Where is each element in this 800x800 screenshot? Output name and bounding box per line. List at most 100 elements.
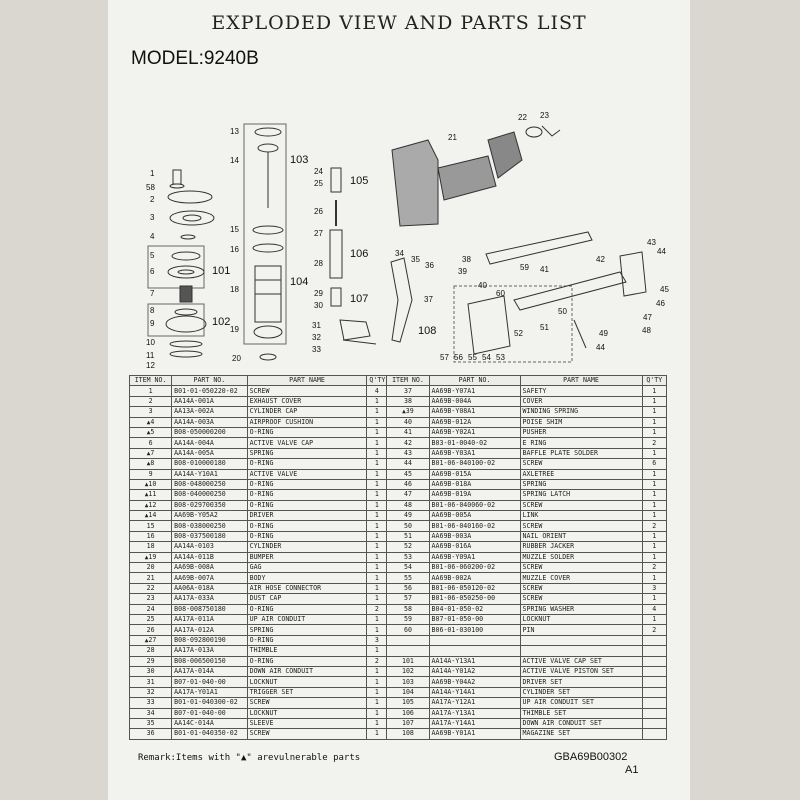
column-header: ITEM NO. (128, 374, 173, 387)
callout: 54 (482, 353, 491, 362)
part-name-cell: WINDING SPRING (519, 406, 643, 418)
item-number: 20 (146, 563, 155, 572)
item-number-cell: 42 (386, 437, 430, 449)
item-number-cell: 60 (386, 624, 430, 636)
item-number-cell: 59 (386, 613, 430, 626)
callout: 26 (314, 207, 323, 216)
quantity-cell: 1 (641, 593, 668, 605)
item-number-cell: ▲10 (128, 478, 173, 491)
callout: 2 (150, 195, 155, 204)
item-number: 2 (148, 396, 153, 405)
part-number-cell: AA69B-004A (428, 395, 521, 408)
part-number-cell: AA06A-018A (171, 582, 248, 595)
group-callout: 107 (350, 293, 368, 305)
part-name-cell: CYLINDER CAP (246, 406, 368, 418)
column-header: PART NAME (519, 374, 643, 387)
part-name-cell: SCREW (246, 728, 368, 740)
part-name-cell: BUMPER (246, 551, 368, 564)
callout: 58 (146, 183, 155, 192)
item-number: 9 (148, 469, 153, 478)
quantity-cell: 2 (641, 520, 668, 532)
revision-code: A1 (625, 764, 639, 776)
part-name-cell: SCREW (519, 582, 643, 595)
callout: 40 (478, 281, 487, 290)
part-name-cell: SCREW (246, 697, 368, 709)
item-number-cell: ▲5 (128, 426, 173, 439)
part-name-cell: RUBBER JACKER (519, 541, 643, 553)
part-number-cell: AA69B-Y02A1 (428, 426, 521, 439)
item-number: 51 (403, 532, 412, 541)
quantity-cell: 1 (641, 468, 668, 480)
part-number-cell: AA14A-Y14A1 (428, 686, 521, 699)
safety-arm (390, 257, 413, 343)
column-header: ITEM NO. (386, 374, 430, 387)
callout: 11 (146, 351, 155, 360)
quantity-cell: 1 (366, 717, 388, 730)
callout: 34 (395, 249, 404, 258)
part-name-cell: ACTIVE VALVE (246, 468, 368, 480)
part-name-cell: SCREW (519, 499, 643, 512)
callout: 60 (496, 289, 505, 298)
callout: 24 (314, 167, 323, 176)
item-number: 40 (403, 417, 412, 426)
callout: 22 (518, 113, 527, 122)
column-header: PART NAME (246, 374, 368, 387)
callout: 37 (424, 295, 433, 304)
item-number: 16 (146, 532, 155, 541)
part-name-cell: THIMBLE (246, 645, 368, 657)
item-number-cell: 58 (386, 603, 430, 616)
item-number-cell: 51 (386, 530, 430, 543)
vulnerable-triangle-icon: ▲ (144, 501, 149, 509)
item-number: 22 (146, 584, 155, 592)
callout: 19 (230, 325, 239, 334)
part-name-cell: AXLETREE (519, 468, 643, 480)
quantity-cell (641, 717, 668, 730)
callout: 27 (314, 229, 323, 238)
item-number-cell: ▲14 (128, 510, 173, 522)
item-number-cell: 52 (386, 541, 430, 553)
item-number-cell: 29 (128, 655, 173, 667)
callout: 47 (643, 313, 652, 322)
part-number-cell: AA14C-014A (171, 717, 248, 730)
part-number-cell: B08-040000250 (171, 489, 248, 501)
item-number-cell: 104 (386, 686, 430, 699)
item-number-cell: 38 (386, 395, 430, 408)
item-number-cell: 107 (386, 717, 430, 730)
part-number-cell: AA69B-005A (428, 510, 521, 522)
quantity-cell (641, 655, 668, 667)
callout: 52 (514, 329, 523, 338)
part-name-cell: BODY (246, 572, 368, 584)
quantity-cell (641, 697, 668, 709)
part-name-cell: TRIGGER SET (246, 686, 368, 699)
item-number: 5 (150, 428, 155, 437)
quantity-cell: 1 (641, 510, 668, 522)
item-number: 10 (148, 480, 157, 489)
part-name-cell: SCREW (246, 385, 368, 397)
callout: 41 (540, 265, 549, 274)
item-number: 57 (403, 594, 412, 603)
callout: 44 (657, 247, 666, 256)
quantity-cell: 1 (366, 437, 388, 449)
parts-sheet: EXPLODED VIEW AND PARTS LIST MODEL:9240B (108, 0, 690, 800)
part-number-cell: B08-048000250 (171, 478, 248, 491)
item-number: 59 (403, 615, 412, 624)
quantity-cell: 2 (641, 624, 668, 636)
quantity-cell: 1 (366, 426, 388, 439)
part-number-cell: AA69B-015A (428, 468, 521, 480)
quantity-cell: 1 (366, 551, 388, 564)
part-number-cell: B06-01-030100 (428, 624, 521, 636)
item-number-cell: 3 (128, 406, 173, 418)
item-number-cell: 32 (128, 686, 173, 699)
exploded-view-diagram: 1 58 2 3 4 5 6 7 8 9 10 11 12 13 14 15 1… (146, 111, 669, 370)
part-name-cell: DRIVER (246, 510, 368, 522)
callout: 50 (558, 307, 567, 316)
quantity-cell: 1 (641, 541, 668, 553)
quantity-cell: 1 (641, 489, 668, 501)
item-number: 28 (146, 646, 155, 655)
part-name-cell: LOCKNUT (246, 676, 368, 688)
